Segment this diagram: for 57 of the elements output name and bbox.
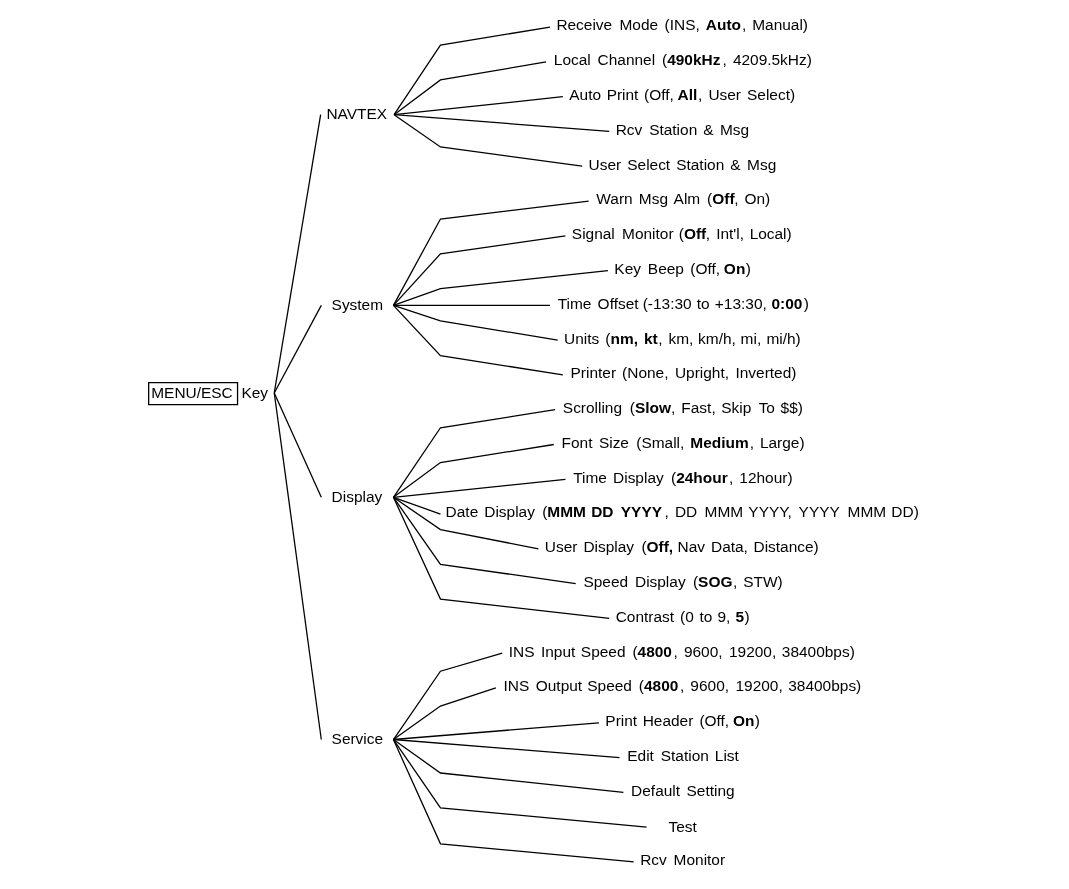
connector (392, 304, 564, 376)
connector (392, 496, 577, 585)
connector (392, 409, 556, 498)
node-text: System (331, 296, 384, 313)
connector (273, 304, 322, 394)
node-text: NAVTEX (326, 105, 388, 123)
node-text: Units (nm, kt, km, km/h, mi, mi/h) (564, 329, 801, 347)
node-text: Warn Msg Alm (Off, On) (596, 190, 771, 208)
node-text: Printer (None, Upright, Inverted) (570, 364, 797, 382)
connector (392, 496, 610, 620)
connector (273, 114, 322, 394)
connector (392, 235, 567, 306)
connector (393, 26, 551, 116)
node-text: Auto Print (Off, All, User Select) (569, 86, 796, 104)
node-text: Default Setting (631, 781, 735, 799)
node-text: INS Output Speed (4800, 9600, 19200, 38400bps) (503, 677, 862, 695)
node-text: Rcv Monitor (640, 851, 726, 869)
connector (392, 443, 555, 498)
node-text: Local Channel (490kHz, 4209.5kHz) (553, 51, 812, 69)
node-text: Contrast (0 to 9, 5) (615, 607, 750, 625)
connector (393, 114, 583, 167)
connector (392, 687, 497, 741)
node-box: MENU/ESC (148, 382, 239, 406)
connector (392, 496, 539, 550)
node-text: Service (331, 730, 384, 748)
node-text: User Display (Off, Nav Data, Distance) (544, 538, 819, 556)
node-text: Key Beep (Off, On) (614, 259, 751, 277)
node-text: Print Header (Off, On) (605, 712, 760, 730)
node-text: User Select Station & Msg (588, 155, 777, 173)
node-text: Test (668, 817, 697, 835)
node-text: Display (331, 487, 383, 505)
connector (392, 738, 648, 828)
connector (392, 496, 442, 515)
node-text: Time Offset (-13:30 to +13:30, 0:00) (557, 294, 809, 312)
connector (392, 478, 567, 498)
node-text: Speed Display (SOG, STW) (583, 572, 783, 590)
node-label: Key (241, 383, 269, 401)
connector (392, 269, 609, 306)
node-text: Font Size (Small, Medium, Large) (561, 433, 805, 451)
node-text: Signal Monitor (Off, Int'l, Local) (571, 225, 792, 243)
node-text: Rcv Station & Msg (615, 120, 750, 138)
node-text: Time Display (24hour, 12hour) (573, 468, 793, 486)
node-text: Date Display (MMM DD YYYY, DD MMM YYYY, YYYY MMM DD) (445, 503, 919, 521)
node-text: Receive Mode (INS, Auto, Manual) (556, 16, 808, 34)
connector (393, 61, 547, 116)
connector (392, 738, 625, 793)
connector (273, 392, 322, 741)
connector (273, 392, 322, 498)
connector (392, 652, 503, 741)
node-text: Edit Station List (627, 746, 739, 764)
node-text: Scrolling (Slow, Fast, Skip To $$) (562, 399, 803, 417)
connector (392, 304, 559, 341)
connector (392, 200, 590, 306)
connector (392, 738, 621, 759)
node-text: INS Input Speed (4800, 9600, 19200, 38400bps) (508, 642, 855, 660)
connector (393, 114, 610, 133)
connector (392, 738, 635, 863)
